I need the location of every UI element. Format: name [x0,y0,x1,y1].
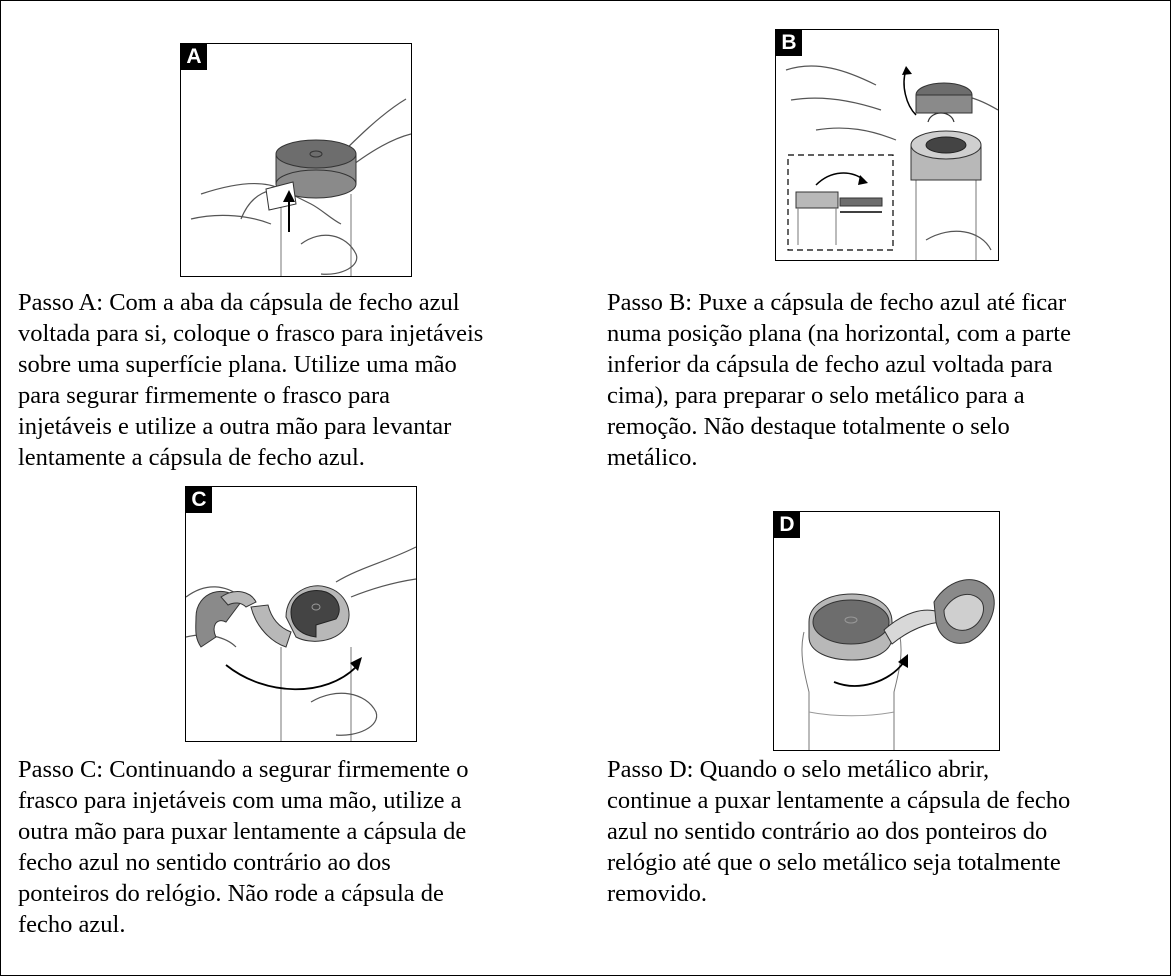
step-c-caption: Passo C: Continuando a segurar firmement… [18,754,468,940]
step-a-caption: Passo A: Com a aba da cápsula de fecho a… [18,287,483,473]
step-b-badge: B [776,30,802,56]
caption-line: fecho azul. [18,911,126,938]
caption-line: lentamente a cápsula de fecho azul. [18,444,365,471]
step-c-illustration: C [185,486,417,742]
caption-line: sobre uma superfície plana. Utilize uma … [18,351,457,378]
caption-line: inferior da cápsula de fecho azul voltad… [607,351,1053,378]
caption-line: ponteiros do relógio. Não rode a cápsula… [18,880,444,907]
caption-line: azul no sentido contrário ao dos ponteir… [607,818,1048,845]
step-b-illustration: B [775,29,999,261]
caption-line: Passo B: Puxe a cápsula de fecho azul at… [607,289,1067,316]
step-a-badge: A [181,44,207,70]
caption-line: relógio até que o selo metálico seja tot… [607,849,1061,876]
step-d-badge: D [774,512,800,538]
caption-line: metálico. [607,444,698,471]
caption-line: frasco para injetáveis com uma mão, util… [18,787,462,814]
step-a-illustration: A [180,43,412,277]
caption-line: Passo C: Continuando a segurar firmement… [18,756,469,783]
caption-line: injetáveis e utilize a outra mão para le… [18,413,452,440]
step-d-caption: Passo D: Quando o selo metálico abrir, c… [607,754,1070,909]
caption-line: outra mão para puxar lentamente a cápsul… [18,818,467,845]
caption-line: remoção. Não destaque totalmente o selo [607,413,1010,440]
caption-line: para segurar firmemente o frasco para [18,382,391,409]
step-c-badge: C [186,487,212,513]
caption-line: continue a puxar lentamente a cápsula de… [607,787,1071,814]
caption-line: Passo A: Com a aba da cápsula de fecho a… [18,289,460,316]
caption-line: removido. [607,880,708,907]
caption-line: numa posição plana (na horizontal, com a… [607,320,1071,347]
step-d-illustration: D [773,511,1000,751]
caption-line: Passo D: Quando o selo metálico abrir, [607,756,990,783]
caption-line: voltada para si, coloque o frasco para i… [18,320,484,347]
caption-line: fecho azul no sentido contrário ao dos [18,849,391,876]
caption-line: cima), para preparar o selo metálico par… [607,382,1025,409]
step-b-caption: Passo B: Puxe a cápsula de fecho azul at… [607,287,1071,473]
